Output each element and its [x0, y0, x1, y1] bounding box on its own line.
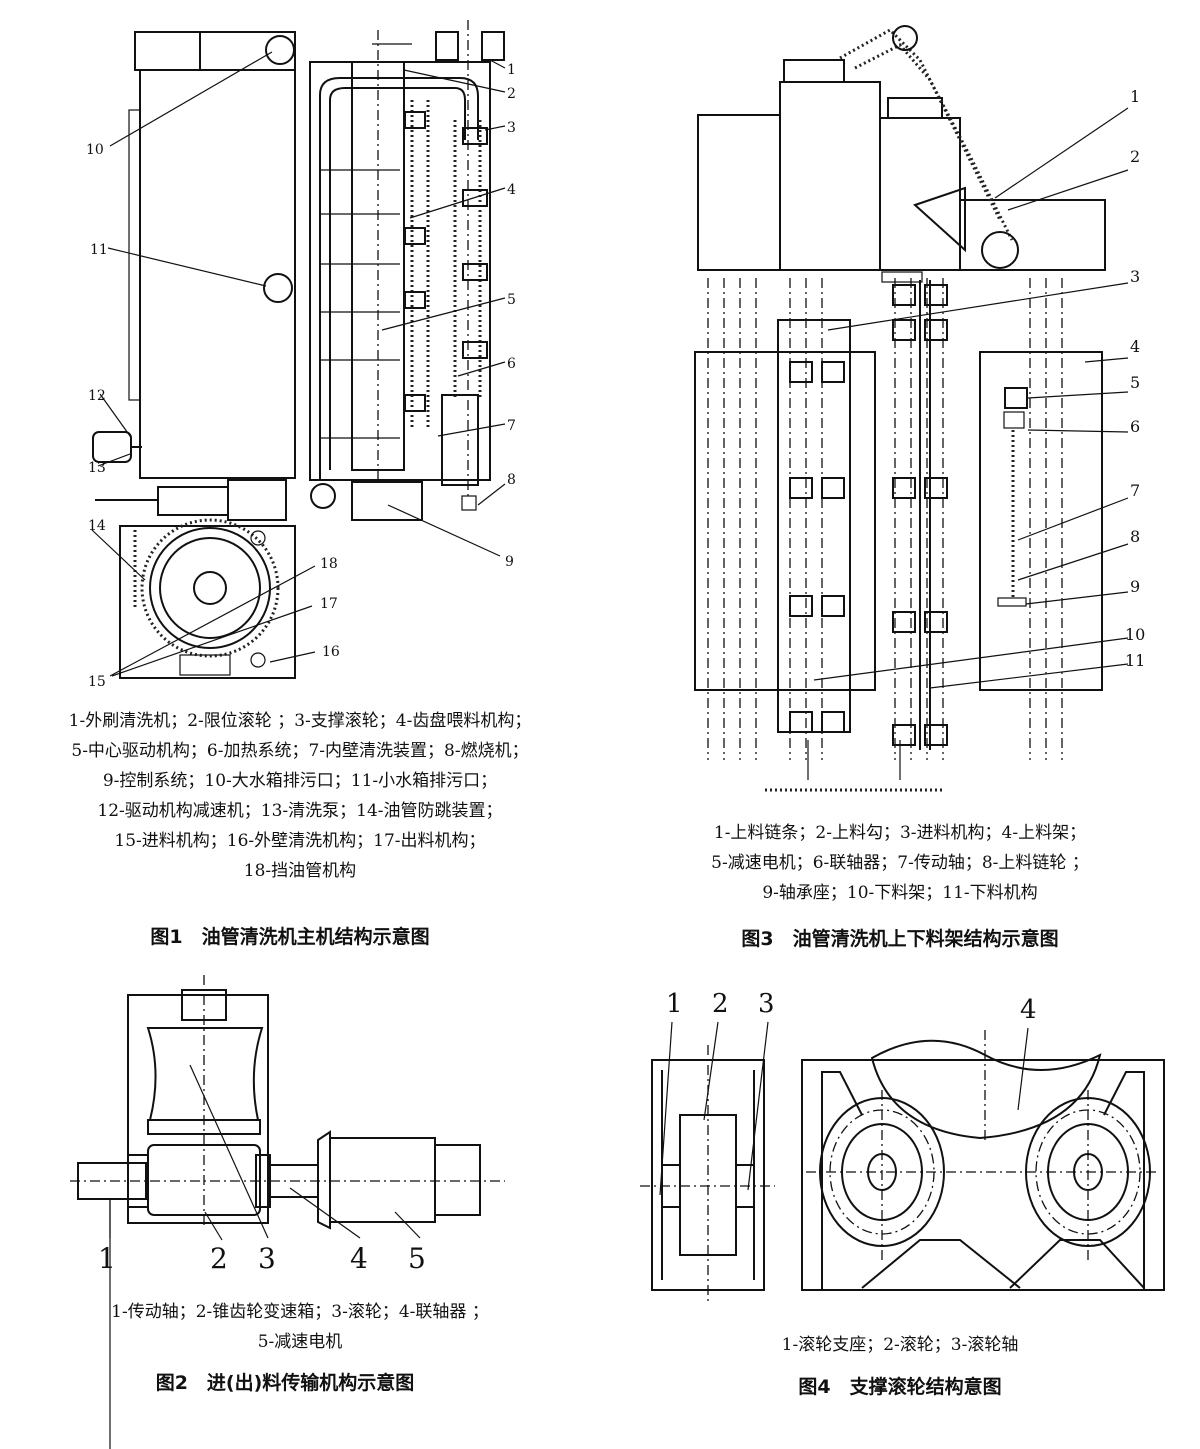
fig2-label-5: 5	[408, 1242, 426, 1275]
fig1-label-8: 8	[507, 472, 516, 488]
figure-2: 1 2 3 4 5 1-传动轴；2-锥齿轮变速箱；3-滚轮；4-联轴器 ； 5-…	[0, 960, 600, 1449]
figure-1-drawing: 1 2 3 4 5 6 7 8 9 10 11 12 13 14 15 16 1…	[86, 20, 516, 690]
fig1-label-2: 2	[507, 86, 516, 102]
fig3-label-11: 11	[1125, 651, 1145, 670]
fig1-label-7: 7	[507, 418, 516, 434]
fig1-label-5: 5	[507, 292, 516, 308]
fig4-label-1: 1	[666, 989, 683, 1019]
fig3-title: 图3 油管清洗机上下料架结构示意图	[741, 928, 1059, 950]
fig3-label-4: 4	[1130, 337, 1140, 356]
fig2-label-2: 2	[210, 1242, 228, 1275]
fig3-label-2: 2	[1130, 147, 1140, 166]
figure-1: 1 2 3 4 5 6 7 8 9 10 11 12 13 14 15 16 1…	[0, 0, 600, 960]
fig3-legend-line: 9-轴承座；10-下料架；11-下料机构	[762, 883, 1038, 903]
fig1-legend-line: 18-挡油管机构	[243, 861, 357, 881]
fig1-label-3: 3	[507, 120, 516, 136]
fig1-label-15: 15	[88, 674, 106, 690]
figure-2-drawing: 1 2 3 4 5	[70, 975, 505, 1449]
fig1-label-16: 16	[322, 644, 340, 660]
fig3-label-6: 6	[1130, 417, 1140, 436]
fig2-legend-line: 1-传动轴；2-锥齿轮变速箱；3-滚轮；4-联轴器 ；	[111, 1302, 489, 1322]
fig1-label-12: 12	[88, 388, 106, 404]
fig1-label-13: 13	[88, 460, 106, 476]
fig1-label-17: 17	[320, 596, 338, 612]
figure-3: 1 2 3 4 5 6 7 8 9 10 11 1-上料链条；2-上料勾；3-进…	[600, 0, 1200, 960]
fig2-legend-line: 5-减速电机	[257, 1332, 343, 1352]
fig3-label-3: 3	[1130, 267, 1140, 286]
fig1-label-18: 18	[320, 556, 338, 572]
fig1-legend-line: 5-中心驱动机构；6-加热系统；7-内壁清洗装置；8-燃烧机；	[71, 741, 529, 761]
fig2-label-4: 4	[350, 1242, 368, 1275]
fig4-legend-line: 1-滚轮支座；2-滚轮；3-滚轮轴	[781, 1335, 1019, 1355]
fig4-legend: 1-滚轮支座；2-滚轮；3-滚轮轴	[600, 1330, 1200, 1360]
fig2-label-1: 1	[98, 1242, 116, 1275]
fig1-label-9: 9	[505, 554, 514, 570]
fig3-legend-line: 5-减速电机；6-联轴器；7-传动轴；8-上料链轮 ；	[711, 853, 1089, 873]
fig2-label-3: 3	[258, 1242, 276, 1275]
fig1-legend-line: 12-驱动机构减速机；13-清洗泵；14-油管防跳装置；	[97, 801, 503, 821]
fig1-title: 图1 油管清洗机主机结构示意图	[150, 926, 430, 948]
fig1-legend-line: 15-进料机构；16-外壁清洗机构；17-出料机构；	[114, 831, 486, 851]
fig3-label-10: 10	[1125, 625, 1145, 644]
figure-4-drawing: 1 2 3 4	[640, 989, 1165, 1305]
figure-4: 1 2 3 4 1-滚轮支座；2-滚轮；3-滚轮轴 图4 支撑滚轮结构意图	[600, 960, 1200, 1449]
fig1-legend: 1-外刷清洗机；2-限位滚轮 ；3-支撑滚轮；4-齿盘喂料机构； 5-中心驱动机…	[0, 706, 600, 886]
fig3-legend-line: 1-上料链条；2-上料勾；3-进料机构；4-上料架；	[713, 823, 1087, 843]
fig1-label-6: 6	[507, 356, 516, 372]
fig1-label-4: 4	[507, 182, 516, 198]
fig1-legend-line: 1-外刷清洗机；2-限位滚轮 ；3-支撑滚轮；4-齿盘喂料机构；	[68, 711, 532, 731]
fig3-legend: 1-上料链条；2-上料勾；3-进料机构；4-上料架； 5-减速电机；6-联轴器；…	[600, 818, 1200, 908]
fig1-legend-line: 9-控制系统；10-大水箱排污口；11-小水箱排污口；	[102, 771, 498, 791]
fig4-label-3: 3	[758, 989, 775, 1019]
fig1-label-1: 1	[507, 62, 516, 78]
fig4-label-2: 2	[712, 989, 729, 1019]
fig3-label-9: 9	[1130, 577, 1140, 596]
fig3-label-7: 7	[1130, 481, 1140, 500]
fig3-label-5: 5	[1130, 373, 1140, 392]
fig1-label-14: 14	[88, 518, 106, 534]
fig1-label-10: 10	[86, 142, 104, 158]
fig3-label-1: 1	[1130, 87, 1140, 106]
fig4-title: 图4 支撑滚轮结构意图	[798, 1376, 1002, 1398]
fig2-title: 图2 进(出)料传输机构示意图	[155, 1372, 415, 1394]
fig4-label-4: 4	[1020, 995, 1037, 1025]
fig1-label-11: 11	[90, 242, 108, 258]
figure-3-drawing: 1 2 3 4 5 6 7 8 9 10 11	[694, 25, 1145, 792]
fig2-legend: 1-传动轴；2-锥齿轮变速箱；3-滚轮；4-联轴器 ； 5-减速电机	[0, 1297, 600, 1357]
fig3-label-8: 8	[1130, 527, 1140, 546]
